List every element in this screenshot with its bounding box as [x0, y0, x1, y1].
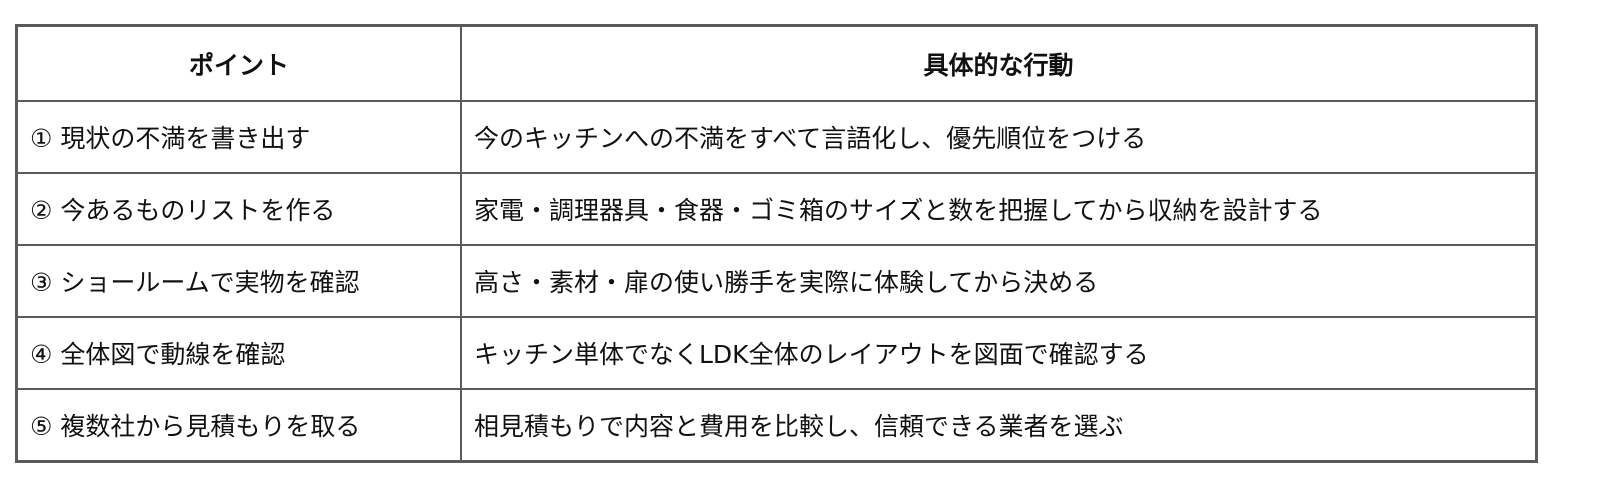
table-row: ② 今あるものリストを作る 家電・調理器具・食器・ゴミ箱のサイズと数を把握してか…	[15, 172, 1538, 246]
points-table: ポイント 具体的な行動 ① 現状の不満を書き出す 今のキッチンへの不満をすべて言…	[15, 24, 1538, 463]
point-cell: ② 今あるものリストを作る	[15, 172, 462, 246]
action-cell: キッチン単体でなくLDK全体のレイアウトを図面で確認する	[460, 316, 1538, 390]
point-cell: ① 現状の不満を書き出す	[15, 100, 462, 174]
point-cell: ③ ショールームで実物を確認	[15, 244, 462, 318]
point-cell: ⑤ 複数社から見積もりを取る	[15, 388, 462, 463]
table-row: ① 現状の不満を書き出す 今のキッチンへの不満をすべて言語化し、優先順位をつける	[15, 100, 1538, 174]
table-row: ③ ショールームで実物を確認 高さ・素材・扉の使い勝手を実際に体験してから決める	[15, 244, 1538, 318]
action-cell: 今のキッチンへの不満をすべて言語化し、優先順位をつける	[460, 100, 1538, 174]
table-row: ⑤ 複数社から見積もりを取る 相見積もりで内容と費用を比較し、信頼できる業者を選…	[15, 388, 1538, 463]
header-action: 具体的な行動	[460, 24, 1538, 102]
header-point: ポイント	[15, 24, 462, 102]
table-row: ④ 全体図で動線を確認 キッチン単体でなくLDK全体のレイアウトを図面で確認する	[15, 316, 1538, 390]
action-cell: 家電・調理器具・食器・ゴミ箱のサイズと数を把握してから収納を設計する	[460, 172, 1538, 246]
table-header-row: ポイント 具体的な行動	[15, 24, 1538, 102]
action-cell: 相見積もりで内容と費用を比較し、信頼できる業者を選ぶ	[460, 388, 1538, 463]
point-cell: ④ 全体図で動線を確認	[15, 316, 462, 390]
action-cell: 高さ・素材・扉の使い勝手を実際に体験してから決める	[460, 244, 1538, 318]
